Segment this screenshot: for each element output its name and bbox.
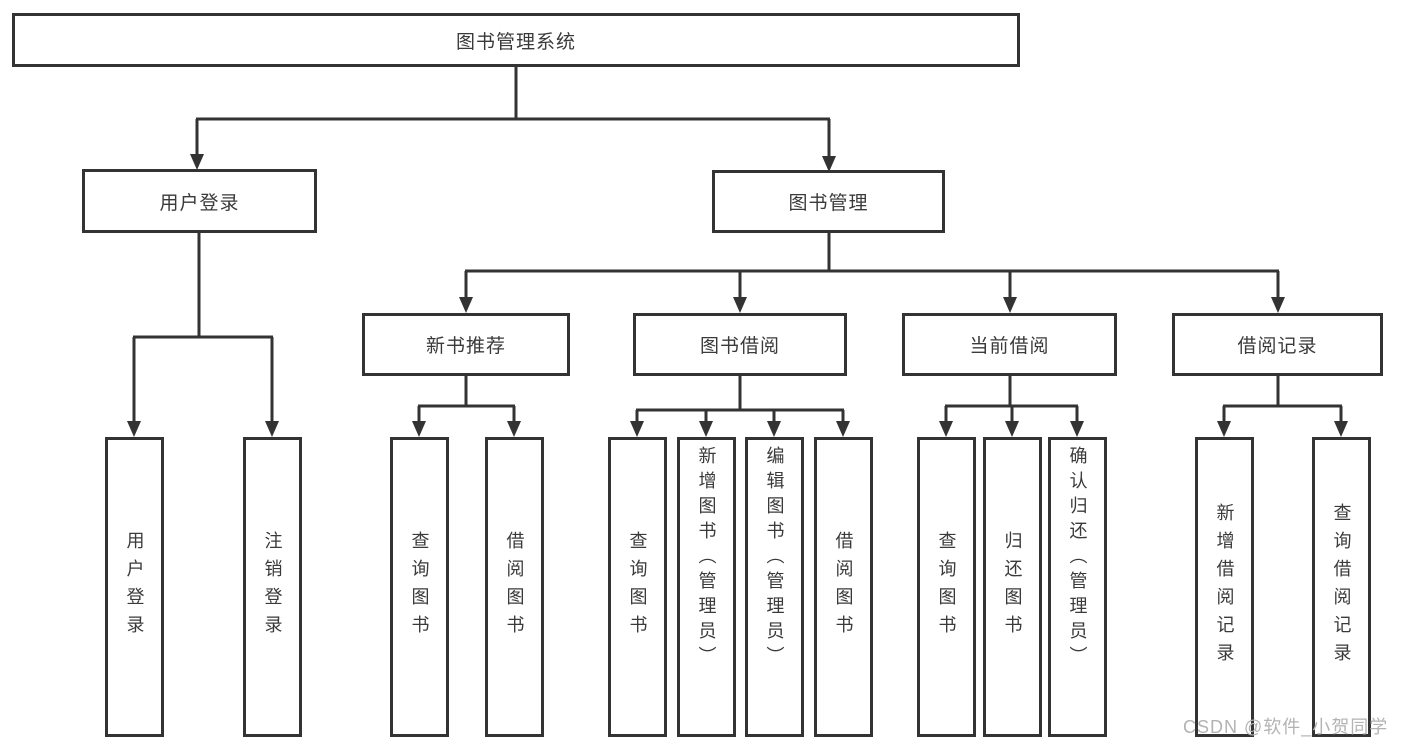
node-user-login: 用户登录 <box>82 169 317 233</box>
leaf-return-book: 归还图书 <box>983 437 1042 737</box>
leaf-add-book-admin: 新增图书（管理员） <box>677 437 736 737</box>
node-book-borrow-label: 图书借阅 <box>699 336 780 357</box>
leaf-confirm-return-admin-label: 确认归还（管理员） <box>1067 446 1088 671</box>
leaf-edit-book-admin-label: 编辑图书（管理员） <box>764 446 785 671</box>
arrowhead-icons <box>127 154 1348 437</box>
csdn-watermark: CSDN @软件_小贺同学 <box>1183 717 1389 737</box>
leaf-user-login-label: 用户登录 <box>124 531 145 643</box>
leaf-query-book-current-label: 查询图书 <box>936 531 957 643</box>
leaf-borrow-book-label: 借阅图书 <box>833 531 854 643</box>
leaf-user-login: 用户登录 <box>105 437 164 737</box>
node-user-login-label: 用户登录 <box>159 192 240 214</box>
leaf-query-book-current: 查询图书 <box>917 437 976 737</box>
node-borrow-records: 借阅记录 <box>1172 313 1383 376</box>
leaf-add-book-admin-label: 新增图书（管理员） <box>696 446 717 671</box>
leaf-borrow-book-recommend-label: 借阅图书 <box>504 531 525 643</box>
node-book-management: 图书管理 <box>712 170 945 233</box>
node-new-book-recommend: 新书推荐 <box>362 313 570 376</box>
leaf-query-book-recommend: 查询图书 <box>390 437 449 737</box>
leaf-logout: 注销登录 <box>243 437 302 737</box>
node-root: 图书管理系统 <box>12 13 1020 67</box>
node-new-book-recommend-label: 新书推荐 <box>425 336 506 357</box>
leaf-query-book-borrow-label: 查询图书 <box>627 531 648 643</box>
leaf-add-borrow-record: 新增借阅记录 <box>1195 437 1254 737</box>
leaf-query-book-borrow: 查询图书 <box>608 437 667 737</box>
leaf-logout-label: 注销登录 <box>262 531 283 643</box>
leaf-borrow-book: 借阅图书 <box>814 437 873 737</box>
node-book-management-label: 图书管理 <box>788 193 869 214</box>
node-root-label: 图书管理系统 <box>455 31 576 53</box>
node-current-borrow-label: 当前借阅 <box>969 336 1050 357</box>
leaf-query-book-recommend-label: 查询图书 <box>409 531 430 643</box>
leaf-borrow-book-recommend: 借阅图书 <box>485 437 544 737</box>
leaf-confirm-return-admin: 确认归还（管理员） <box>1048 437 1107 737</box>
node-borrow-records-label: 借阅记录 <box>1237 336 1318 357</box>
node-book-borrow: 图书借阅 <box>633 313 847 376</box>
node-current-borrow: 当前借阅 <box>902 313 1117 376</box>
leaf-return-book-label: 归还图书 <box>1002 531 1023 643</box>
leaf-edit-book-admin: 编辑图书（管理员） <box>745 437 804 737</box>
leaf-query-borrow-record-label: 查询借阅记录 <box>1331 503 1352 671</box>
leaf-add-borrow-record-label: 新增借阅记录 <box>1214 503 1235 671</box>
leaf-query-borrow-record: 查询借阅记录 <box>1312 437 1371 737</box>
